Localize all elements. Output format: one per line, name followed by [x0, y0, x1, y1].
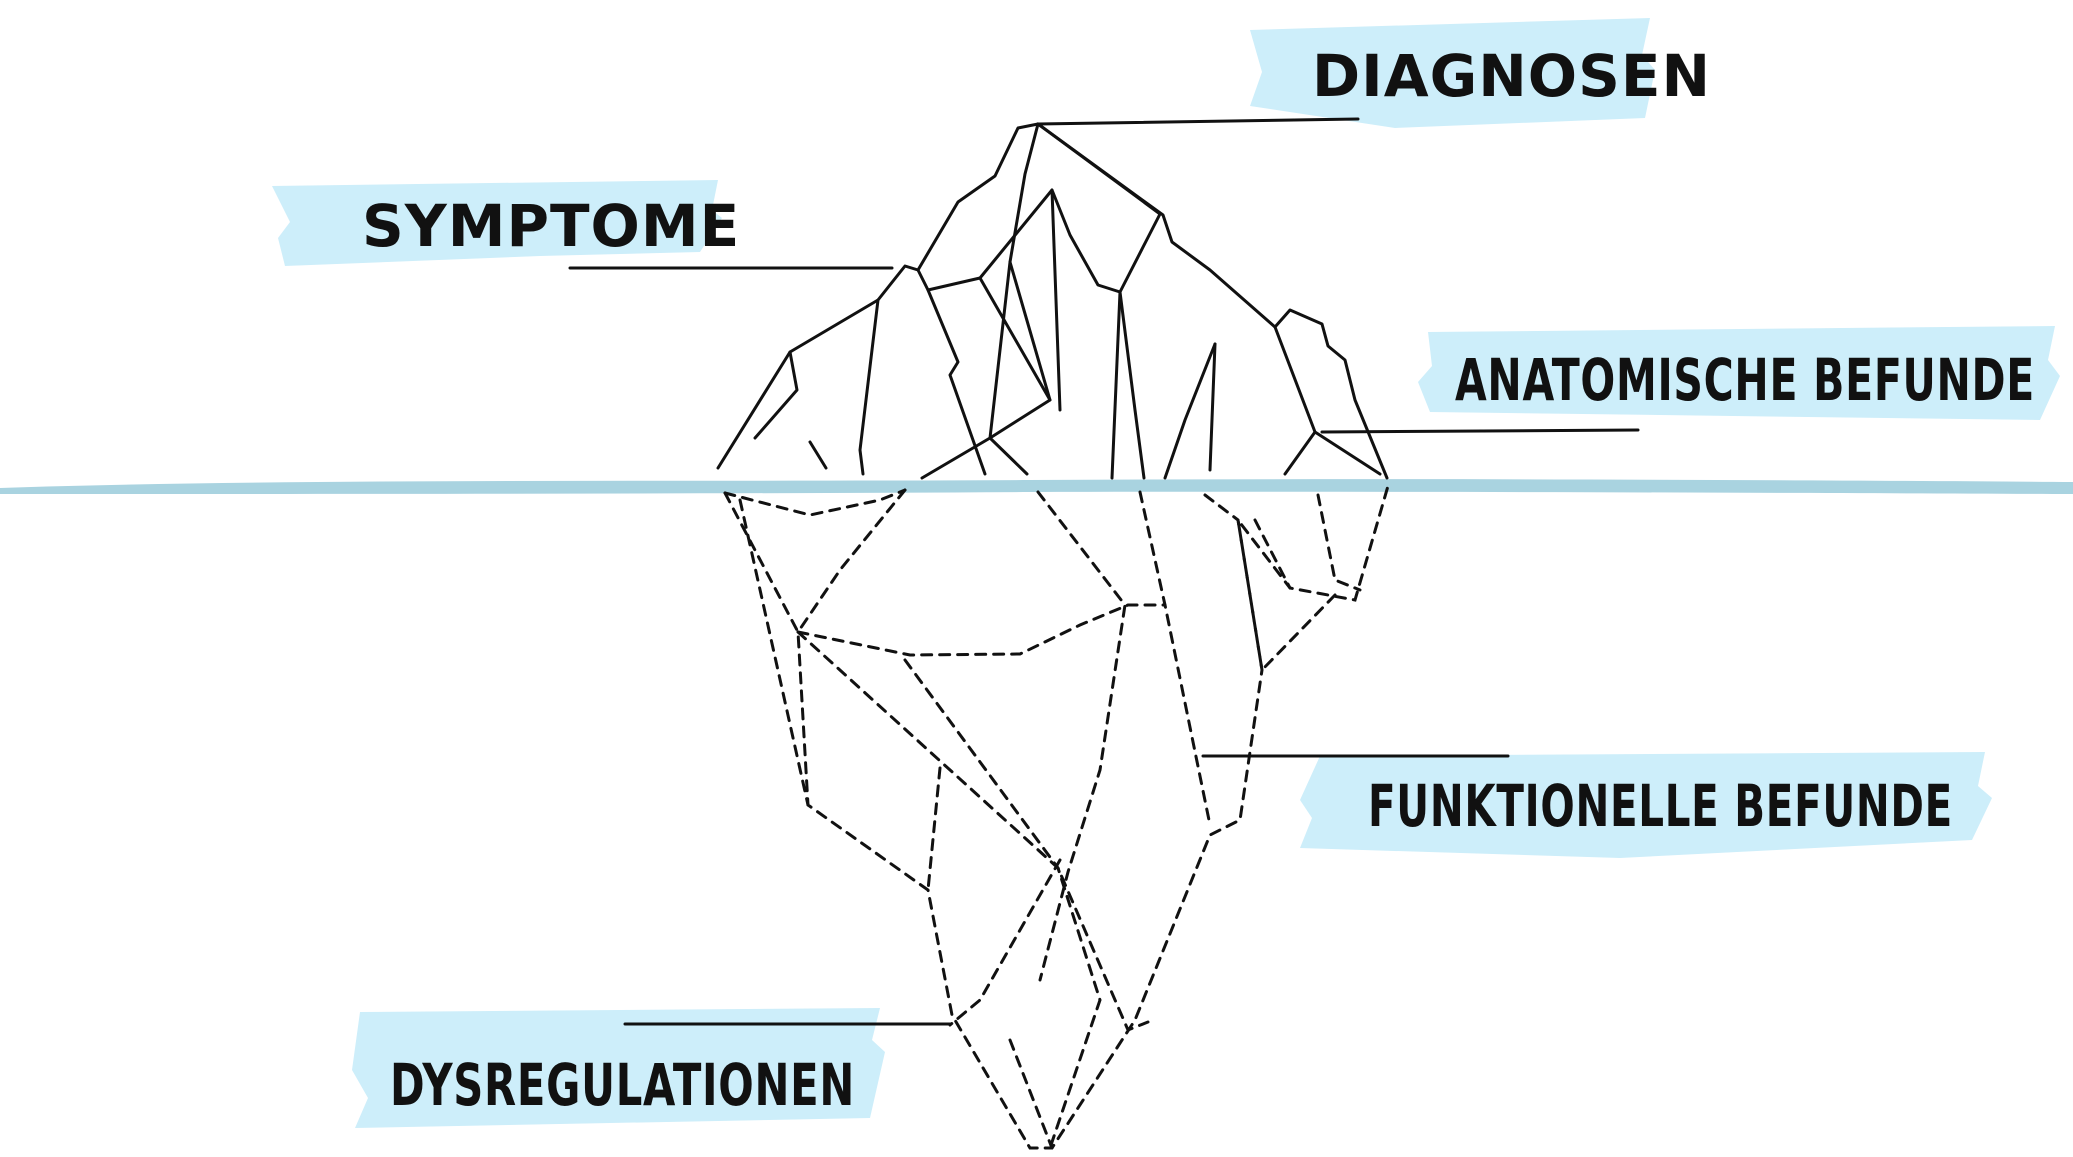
label-symptome: SYMPTOME [362, 192, 740, 260]
iceberg-tip [570, 119, 1638, 478]
label-anatomische-befunde: ANATOMISCHE BEFUNDE [1455, 346, 2035, 414]
waterline [0, 479, 2073, 494]
label-dysregulationen: DYSREGULATIONEN [390, 1051, 855, 1119]
label-highlights [272, 18, 2060, 1128]
label-diagnosen: DIAGNOSEN [1312, 42, 1711, 110]
label-funktionelle-befunde: FUNKTIONELLE BEFUNDE [1368, 772, 1953, 840]
